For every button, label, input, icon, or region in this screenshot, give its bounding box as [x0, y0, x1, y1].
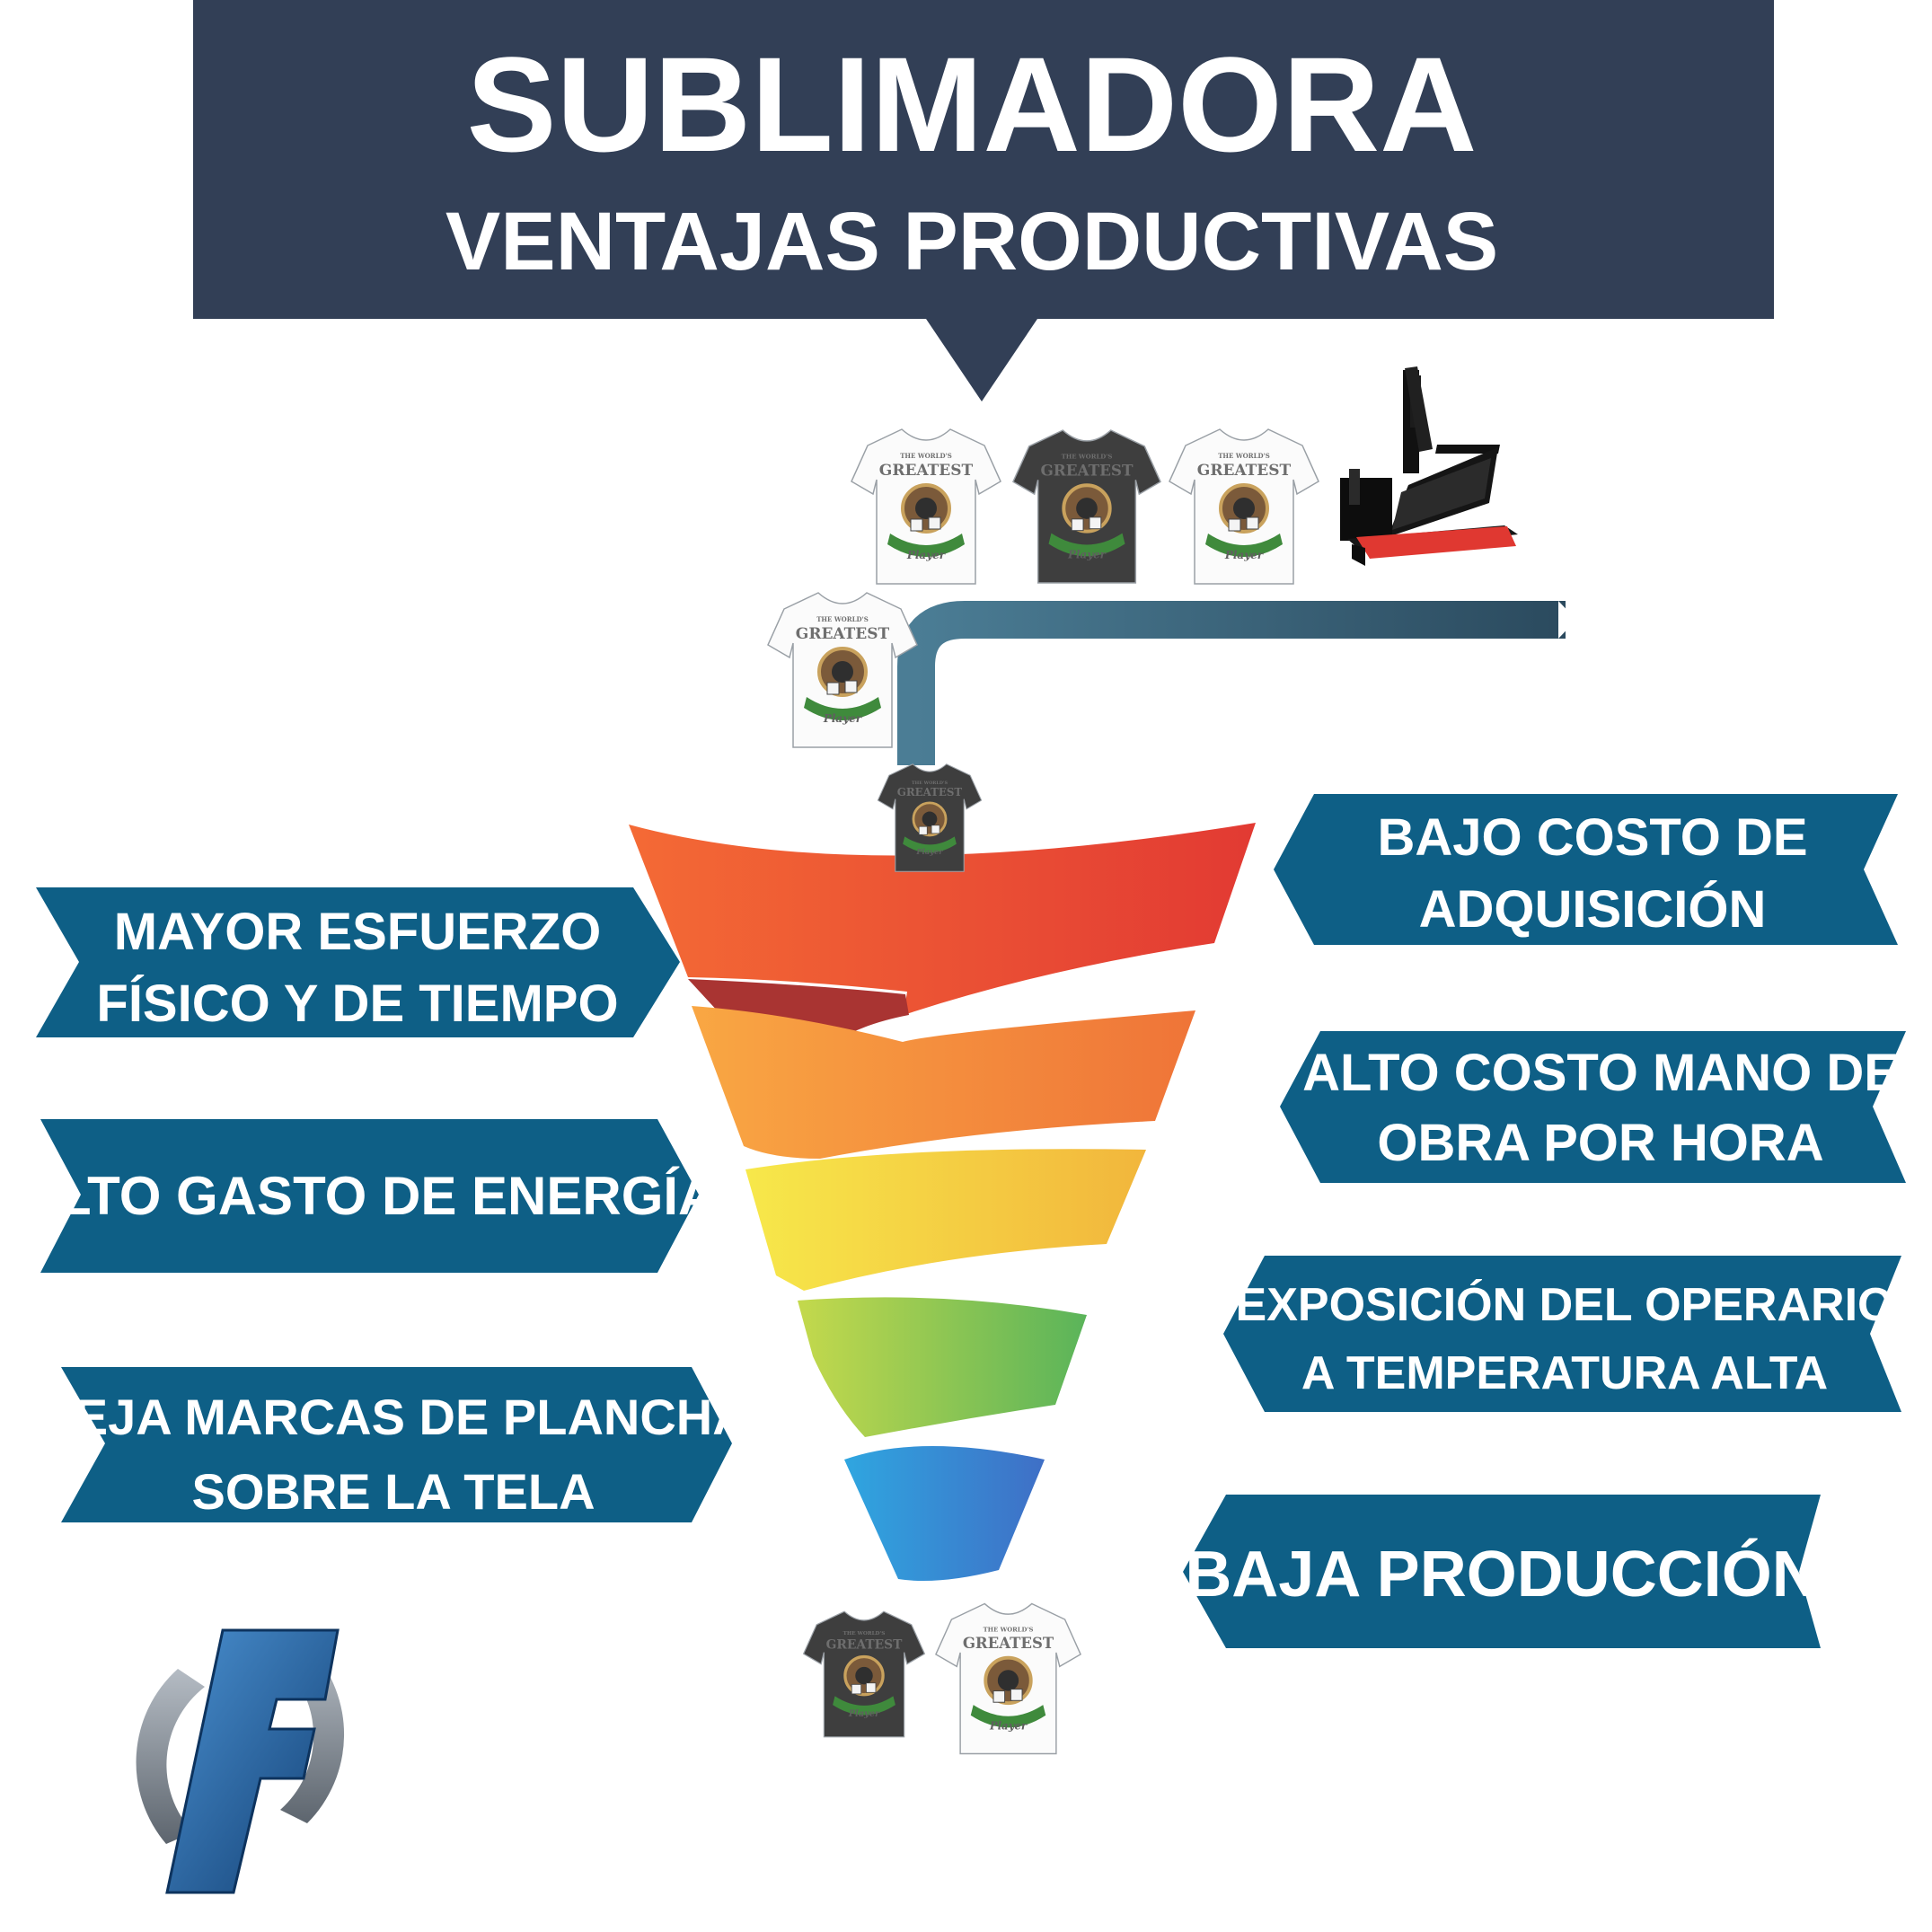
tshirt-white-output: [934, 1601, 1082, 1756]
left-banner-3-line-1: DEJA MARCAS DE PLANCHA: [38, 1389, 748, 1445]
left-banner-3: DEJA MARCAS DE PLANCHA SOBRE LA TELA: [38, 1367, 749, 1522]
right-banner-2-line-1: ALTO COSTO MANO DE: [1302, 1044, 1899, 1102]
right-banner-4-line-1: BAJA PRODUCCIÓN: [1185, 1538, 1818, 1610]
right-banner-1-line-1: BAJO COSTO DE: [1377, 808, 1807, 867]
left-banner-2-line-1: ALTO GASTO DE ENERGÍA: [20, 1166, 718, 1226]
header-bubble: [193, 0, 1774, 401]
left-banner-1-line-2: FÍSICO Y DE TIEMPO: [96, 975, 618, 1033]
tshirt-white-2: [1168, 428, 1320, 586]
left-banner-1: MAYOR ESFUERZO FÍSICO Y DE TIEMPO: [36, 887, 680, 1037]
funnel-band-blue: [844, 1446, 1045, 1582]
left-banner-3-line-2: SOBRE LA TELA: [191, 1463, 595, 1520]
funnel: [629, 823, 1256, 1582]
right-banner-4: BAJA PRODUCCIÓN: [1183, 1495, 1821, 1648]
right-banner-2-line-2: OBRA POR HORA: [1377, 1114, 1823, 1172]
pipe-end: [1558, 601, 1576, 639]
funnel-band-yellow: [745, 1149, 1146, 1291]
pipe: [897, 601, 1566, 765]
left-banner-1-line-1: MAYOR ESFUERZO: [114, 903, 601, 961]
right-banner-3: EXPOSICIÓN DEL OPERARIO A TEMPERATURA AL…: [1223, 1256, 1901, 1412]
funnel-band-green: [798, 1297, 1087, 1437]
tshirt-dark-output: [802, 1610, 926, 1739]
left-banner-2: ALTO GASTO DE ENERGÍA: [20, 1119, 718, 1273]
tshirt-white-3: [768, 593, 917, 747]
right-banner-1: BAJO COSTO DE ADQUISICIÓN: [1274, 794, 1898, 945]
page-title: SUBLIMADORA: [467, 29, 1478, 180]
heat-press-icon: [1340, 366, 1518, 566]
right-banner-3-line-2: A TEMPERATURA ALTA: [1301, 1347, 1828, 1399]
right-banner-3-line-1: EXPOSICIÓN DEL OPERARIO: [1236, 1279, 1894, 1331]
header-callout: SUBLIMADORA VENTAJAS PRODUCTIVAS: [193, 0, 1774, 401]
right-banner-1-line-2: ADQUISICIÓN: [1419, 880, 1767, 939]
page-subtitle: VENTAJAS PRODUCTIVAS: [446, 196, 1498, 287]
tshirt-white-1: [850, 428, 1002, 586]
funnel-band-orange: [692, 1006, 1195, 1159]
right-banner-2: ALTO COSTO MANO DE OBRA POR HORA: [1280, 1031, 1906, 1183]
f-logo-icon: [136, 1628, 345, 1894]
tshirt-dark-1: [1011, 428, 1162, 585]
